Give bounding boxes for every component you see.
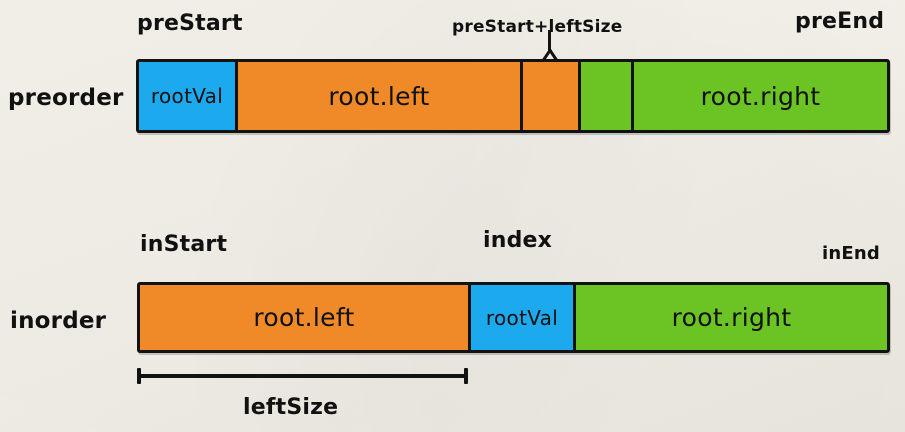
inorder-segment-rootval-label: rootVal	[485, 305, 559, 330]
preorder-segment-root-right-label: root.right	[700, 81, 821, 111]
preorder-start-marker-label: preStart	[137, 11, 243, 36]
inorder-index-marker-label: index	[483, 228, 553, 253]
inorder-segment-root-right-label: root.right	[671, 303, 792, 332]
preorder-segment-root-left-label: root.left	[328, 81, 430, 111]
preorder-segment-root-right: root.right	[634, 62, 887, 130]
preorder-segment-root-left: root.left	[238, 62, 523, 130]
inorder-array-bar: root.left rootVal root.right	[137, 282, 890, 353]
inorder-start-marker-label: inStart	[140, 232, 228, 257]
inorder-end-marker-label: inEnd	[822, 243, 880, 264]
preorder-end-marker-label: preEnd	[795, 9, 885, 34]
inorder-segment-root-right: root.right	[576, 285, 887, 350]
leftsize-bracket-label: leftSize	[243, 395, 339, 420]
preorder-segment-rootval-label: rootVal	[150, 84, 224, 108]
inorder-segment-rootval: rootVal	[471, 285, 576, 350]
inorder-segment-root-left-label: root.left	[253, 303, 355, 332]
preorder-row-label: preorder	[8, 85, 124, 111]
inorder-row-label: inorder	[10, 308, 107, 334]
preorder-segment-left-tail	[523, 62, 581, 130]
preorder-split-marker-label: preStart+leftSize	[452, 17, 623, 37]
leftsize-bracket	[137, 368, 468, 384]
preorder-segment-right-head	[581, 62, 634, 130]
preorder-segment-rootval: rootVal	[139, 62, 238, 130]
preorder-array-bar: rootVal root.left root.right	[136, 59, 890, 133]
preorder-split-arrow-icon	[539, 30, 561, 61]
inorder-segment-root-left: root.left	[140, 285, 471, 350]
